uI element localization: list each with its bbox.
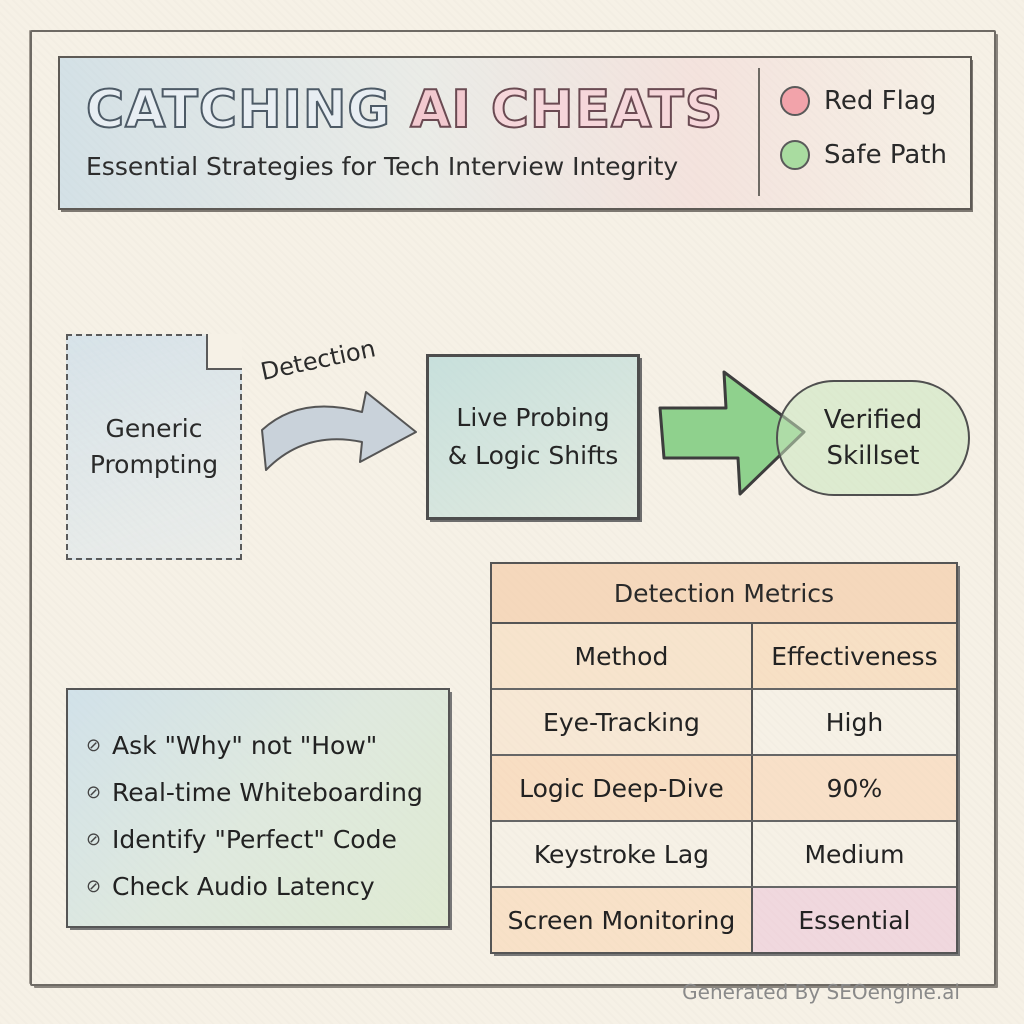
strategy-checklist: ⊘ Ask "Why" not "How" ⊘ Real-time Whiteb…: [66, 688, 450, 928]
verified-skillset-node: Verified Skillset: [776, 380, 970, 496]
checklist-items: ⊘ Ask "Why" not "How" ⊘ Real-time Whiteb…: [86, 722, 423, 910]
node-label-line: Verified: [823, 405, 923, 435]
column-header-method: Method: [492, 624, 753, 688]
green-dot-icon: [780, 140, 810, 170]
page-fold-icon: [206, 334, 242, 370]
legend-item-red-flag: Red Flag: [780, 86, 936, 116]
title-word-ai: AI: [409, 79, 472, 141]
effectiveness-cell: 90%: [752, 756, 956, 820]
node-label: Generic Prompting: [90, 411, 218, 483]
list-item-text: Real-time Whiteboarding: [112, 778, 423, 807]
table-header-row: Method Effectiveness: [492, 624, 956, 690]
table-row: Logic Deep-Dive 90%: [492, 756, 956, 822]
legend-label: Safe Path: [824, 140, 947, 170]
checkmark-icon: ⊘: [86, 876, 102, 897]
method-cell: Eye-Tracking: [492, 690, 753, 754]
legend-label: Red Flag: [824, 86, 937, 116]
detection-metrics-table: Detection Metrics Method Effectiveness E…: [490, 562, 958, 954]
list-item-text: Ask "Why" not "How": [112, 731, 378, 760]
detection-arrow-icon: [261, 391, 417, 471]
legend-item-safe-path: Safe Path: [780, 140, 947, 170]
page-title: CATCHING AI CHEATS: [85, 79, 724, 141]
header-panel: [58, 56, 972, 210]
list-item-text: Check Audio Latency: [112, 872, 375, 901]
node-label-line: Skillset: [826, 441, 920, 471]
checkmark-icon: ⊘: [86, 829, 102, 850]
node-label: Live Probing & Logic Shifts: [448, 399, 619, 475]
checkmark-icon: ⊘: [86, 782, 102, 803]
method-cell: Keystroke Lag: [492, 822, 753, 886]
outer-frame: [30, 30, 996, 986]
title-word-catching: CATCHING: [85, 79, 392, 141]
effectiveness-cell: Medium: [804, 839, 905, 869]
node-label-line: & Logic Shifts: [447, 441, 619, 470]
method-cell: Logic Deep-Dive: [492, 756, 753, 820]
table-title: Detection Metrics: [492, 564, 956, 624]
list-item: ⊘ Ask "Why" not "How": [86, 722, 423, 769]
header-divider: [758, 68, 760, 196]
effectiveness-cell: Essential: [752, 888, 956, 952]
red-dot-icon: [780, 86, 810, 116]
node-label-line: Live Probing: [456, 403, 610, 432]
list-item-text: Identify "Perfect" Code: [112, 825, 397, 854]
table-row: Keystroke Lag Medium: [492, 822, 956, 888]
effectiveness-cell: High: [825, 707, 884, 737]
list-item: ⊘ Check Audio Latency: [86, 863, 423, 910]
list-item: ⊘ Real-time Whiteboarding: [86, 769, 423, 816]
title-word-cheats: CHEATS: [490, 79, 724, 141]
footer-credit: Generated By SEOengine.ai: [682, 980, 960, 1004]
live-probing-node: Live Probing & Logic Shifts: [426, 354, 640, 520]
method-cell: Screen Monitoring: [492, 888, 753, 952]
column-header-effectiveness: Effectiveness: [752, 624, 956, 688]
node-label-line: Prompting: [89, 450, 219, 479]
list-item: ⊘ Identify "Perfect" Code: [86, 816, 423, 863]
node-label: Verified Skillset: [824, 402, 923, 474]
table-row: Eye-Tracking High: [492, 690, 956, 756]
page-subtitle: Essential Strategies for Tech Interview …: [86, 152, 679, 181]
table-row: Screen Monitoring Essential: [492, 888, 956, 952]
checkmark-icon: ⊘: [86, 735, 102, 756]
generic-prompting-node: Generic Prompting: [66, 334, 242, 560]
safe-path-arrow-icon: [658, 370, 806, 496]
node-label-line: Generic: [105, 414, 203, 443]
